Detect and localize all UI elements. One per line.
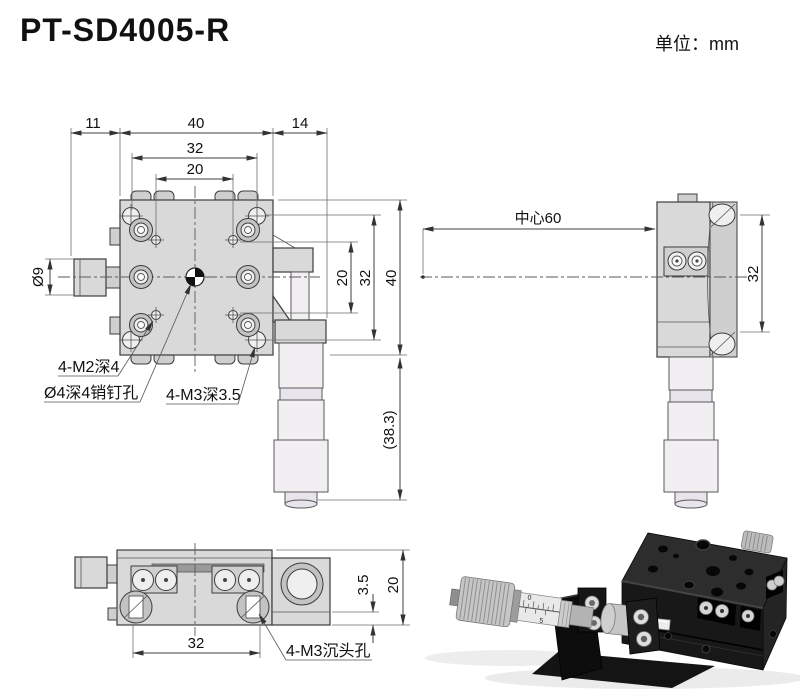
- side-dims: 中心60 32: [421, 210, 770, 333]
- bottom-mic-mount: [271, 557, 331, 626]
- front-dims-right: 20 32 40 (38.3): [240, 199, 407, 501]
- counterbore-holes: [129, 218, 260, 337]
- drive-knob: [73, 258, 122, 297]
- lock-knob: [740, 530, 774, 554]
- dim-screw-span-v: 32: [357, 270, 374, 287]
- label-m2-holes: 4-M2深4: [58, 358, 119, 376]
- carriage-screws: [633, 609, 652, 647]
- bearing-rollers: [132, 569, 260, 591]
- dim-bottom-height: 20: [385, 577, 402, 594]
- page-title: PT-SD4005-R: [20, 12, 231, 48]
- front-dims-top: 11 40 14 32 20: [70, 115, 328, 318]
- side-top-nub: [677, 193, 698, 203]
- side-body: [656, 201, 711, 358]
- scale-digit-0: 0: [527, 595, 532, 602]
- micrometer-head-photo: 0 5: [449, 576, 595, 629]
- dim-offset-left: 11: [85, 115, 101, 132]
- dim-bottom-span: 32: [188, 635, 205, 652]
- label-m3-holes: 4-M3深3.5: [166, 386, 241, 404]
- micrometer-bracket: [272, 234, 327, 344]
- dim-screw-span-h: 32: [187, 140, 204, 157]
- front-face-slots: [664, 570, 785, 654]
- dim-knob-dia: Ø9: [30, 267, 47, 287]
- front-view: 11 40 14 32 20 20 32: [30, 115, 407, 509]
- units-label: 单位：mm: [655, 34, 739, 54]
- dim-plate-width: 40: [188, 115, 205, 132]
- scale-digit-5: 5: [539, 617, 544, 624]
- bottom-dims: 32 3.5 20 4-M3沉头孔: [132, 549, 410, 661]
- dim-step: 3.5: [355, 575, 372, 596]
- dim-micrometer-length: (38.3): [381, 410, 398, 449]
- dim-hole-span-v: 20: [334, 270, 351, 287]
- dim-plate-height: 40: [383, 270, 400, 287]
- m2-holes: [148, 232, 241, 323]
- product-photo: 0 5: [425, 530, 800, 689]
- front-labels: 4-M2深4 Ø4深4销钉孔 4-M3深3.5: [44, 283, 256, 405]
- label-pin-hole: Ø4深4销钉孔: [44, 384, 138, 402]
- center-pin-hole: [185, 267, 205, 287]
- micrometer-front: [273, 342, 329, 509]
- bottom-view: 32 3.5 20 4-M3沉头孔: [74, 543, 410, 661]
- dim-offset-right: 14: [292, 115, 309, 132]
- knob-dia-dim: Ø9: [30, 258, 74, 296]
- dim-center-distance: 中心60: [515, 210, 562, 227]
- corner-screws: [119, 204, 269, 352]
- side-screw-block: [663, 246, 709, 277]
- side-view: 中心60 32: [420, 193, 770, 509]
- top-face-holes: [648, 539, 754, 597]
- dim-side-span: 32: [745, 266, 762, 283]
- dim-hole-span-h: 20: [187, 161, 204, 178]
- label-m3-countersunk: 4-M3沉头孔: [286, 642, 370, 660]
- micrometer-side: [663, 356, 719, 509]
- bottom-knob: [74, 556, 119, 589]
